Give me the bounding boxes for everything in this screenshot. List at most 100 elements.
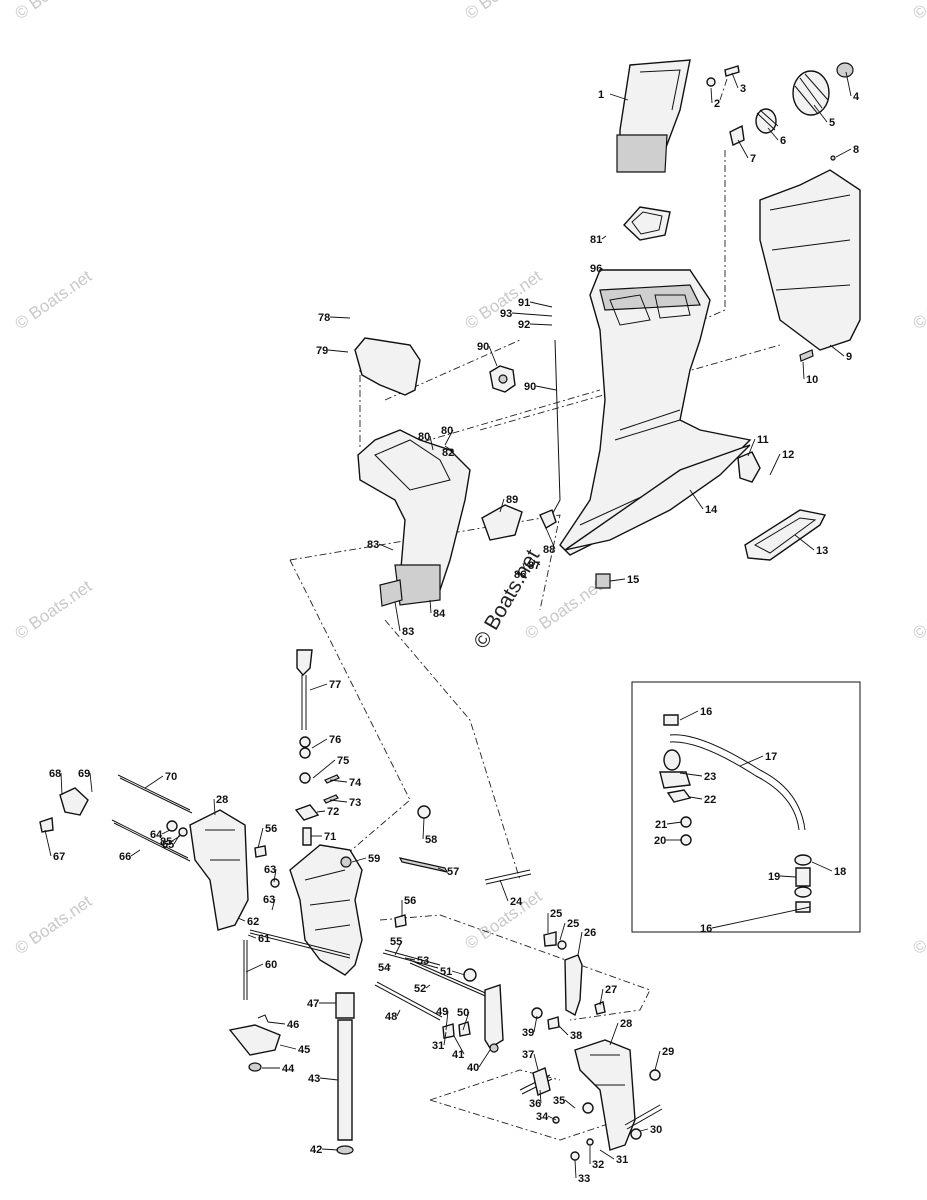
- part-upper-mount-cover: [354, 337, 421, 396]
- callout-leader: [312, 759, 336, 779]
- callout-leader: [529, 557, 541, 566]
- callout-number: 57: [447, 866, 459, 878]
- callout-leader: [451, 970, 466, 976]
- callout-leader: [577, 931, 583, 956]
- callout-number: 1: [598, 89, 604, 101]
- callout-leader: [445, 1010, 449, 1031]
- callout-leader: [599, 1149, 615, 1160]
- callout-number: 49: [436, 1006, 448, 1018]
- callout-number: 32: [592, 1159, 604, 1171]
- callout-leader: [564, 1099, 576, 1109]
- callout-leader: [213, 798, 216, 816]
- callout-leader: [747, 438, 756, 457]
- watermark-text: © Boats.net: [461, 886, 545, 953]
- part-shift-boot: [706, 62, 854, 161]
- callout-leader: [639, 1128, 649, 1132]
- callout-number: 80: [441, 425, 453, 437]
- callout-leader: [522, 562, 527, 575]
- callout-number: 41: [452, 1049, 464, 1061]
- callout-leader: [811, 861, 833, 872]
- callout-leader: [829, 344, 845, 357]
- watermark-text: © Boats.net: [461, 266, 545, 333]
- callout-number: 25: [550, 908, 562, 920]
- callout-number: 67: [53, 851, 65, 863]
- callout-number: 77: [329, 679, 341, 691]
- callout-number: 78: [318, 312, 330, 324]
- part-exhaust-tube: [616, 59, 691, 173]
- callout-leader: [835, 148, 852, 158]
- callout-leader: [444, 429, 454, 446]
- callout-number: 46: [287, 1019, 299, 1031]
- part-swivel-bracket: [289, 844, 363, 976]
- callout-number: 54: [378, 962, 391, 974]
- callout-number: 64: [150, 829, 163, 841]
- callout-leader: [425, 984, 431, 989]
- callout-leader: [161, 829, 171, 835]
- callout-leader: [533, 1053, 539, 1071]
- callout-leader: [654, 1050, 661, 1071]
- part-steering-arm-pin: [296, 649, 313, 730]
- callout-number: 63: [264, 864, 276, 876]
- callout-number: 53: [417, 955, 429, 967]
- callout-leader: [769, 453, 781, 476]
- callout-leader: [130, 849, 141, 857]
- part-seal-strip: [744, 509, 827, 561]
- callout-number: 11: [757, 434, 769, 446]
- callout-number: 63: [263, 894, 275, 906]
- callout-number: 96: [590, 263, 602, 275]
- callout-leader: [574, 1159, 577, 1179]
- callout-leader: [813, 104, 828, 123]
- callout-number: 56: [404, 895, 416, 907]
- callout-number: 60: [265, 959, 277, 971]
- callout-leader: [679, 772, 703, 777]
- callout-number: 81: [590, 234, 602, 246]
- part-clamp-bracket-left: [189, 809, 249, 931]
- callout-number: 66: [119, 851, 131, 863]
- callout-number: 16: [700, 706, 712, 718]
- callout-number: 16: [700, 923, 712, 935]
- callout-number: 89: [506, 494, 518, 506]
- callout-leader: [529, 301, 553, 308]
- part-tilt-tube: [335, 992, 355, 1155]
- callout-number: 31: [616, 1154, 628, 1166]
- callout-leader: [429, 599, 432, 614]
- callout-leader: [547, 1115, 557, 1121]
- callout-leader: [267, 1021, 286, 1025]
- callout-number: 28: [620, 1018, 632, 1030]
- callout-leader: [329, 316, 351, 319]
- callout-number: 35: [553, 1095, 565, 1107]
- callout-leader: [535, 385, 557, 391]
- callout-leader: [279, 1044, 297, 1050]
- callout-number: 20: [654, 835, 666, 847]
- callout-number: 27: [605, 984, 617, 996]
- callout-number: 23: [704, 771, 716, 783]
- callout-leader: [533, 1015, 538, 1033]
- callout-leader: [444, 445, 455, 453]
- callout-leader: [711, 906, 811, 929]
- callout-leader: [739, 755, 764, 767]
- callout-leader: [488, 345, 498, 367]
- callout-number: 62: [247, 916, 259, 928]
- callout-leader: [511, 312, 553, 317]
- callout-number: 76: [329, 734, 341, 746]
- callout-number: 50: [457, 1007, 469, 1019]
- part-clamp-bracket-right: [574, 1039, 636, 1151]
- callout-leader: [443, 1031, 447, 1046]
- callout-leader: [731, 72, 739, 89]
- callout-number: 44: [282, 1063, 295, 1075]
- callout-leader: [321, 1148, 339, 1151]
- callout-leader: [173, 833, 181, 845]
- callout-number: 6: [780, 135, 786, 147]
- callout-number: 37: [522, 1049, 534, 1061]
- callout-leader: [499, 879, 509, 902]
- part-lower-cowl: [759, 169, 861, 362]
- callout-leader: [737, 139, 749, 159]
- callout-number: 3: [740, 83, 746, 95]
- callout-leader: [679, 710, 699, 721]
- watermark-text: © Boats.net: [11, 266, 95, 333]
- callout-leader: [609, 578, 626, 582]
- callout-number: 47: [307, 998, 319, 1010]
- callout-number: 82: [442, 447, 454, 459]
- callout-leader: [429, 435, 434, 451]
- callout-leader: [499, 498, 505, 513]
